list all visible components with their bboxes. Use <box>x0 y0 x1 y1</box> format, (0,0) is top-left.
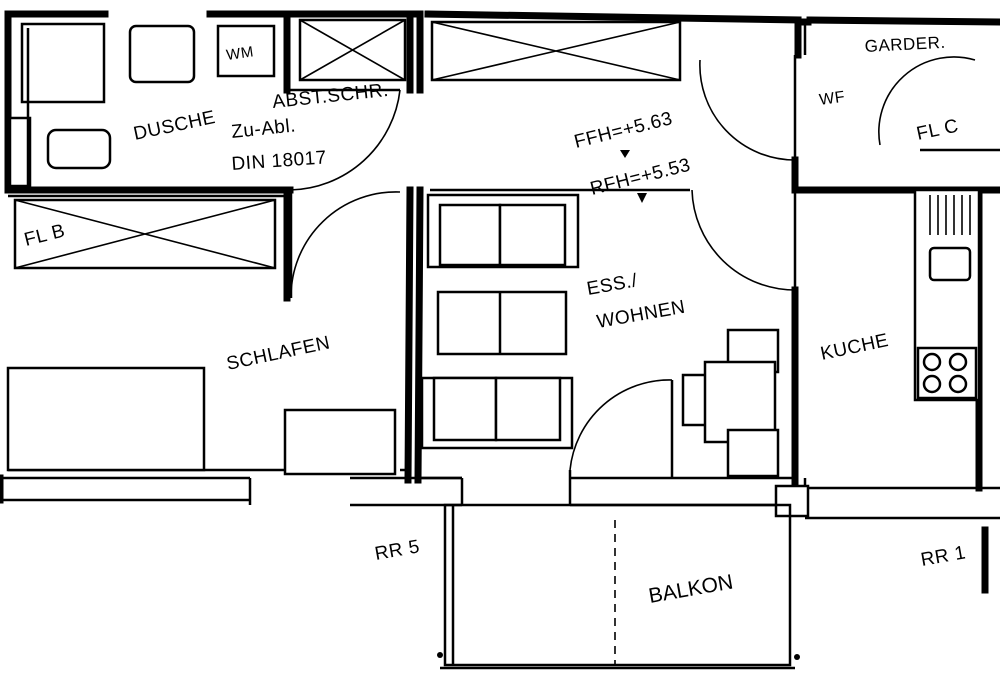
label-din: DIN 18017 <box>231 147 328 175</box>
label-garder: GARDER. <box>864 33 946 56</box>
label-balkon: BALKON <box>647 570 735 607</box>
shafts <box>13 18 682 270</box>
doors <box>287 55 1000 478</box>
label-ess: ESS./ <box>585 270 639 300</box>
label-wf: WF <box>818 89 846 109</box>
label-rr1: RR 1 <box>919 542 967 571</box>
bathroom-fixtures <box>8 22 276 188</box>
label-rr5: RR 5 <box>373 536 421 565</box>
label-dusche: DUSCHE <box>132 107 218 145</box>
exterior-walls <box>0 10 1000 520</box>
label-wohnen: WOHNEN <box>595 297 687 333</box>
kitchen-fixtures <box>774 188 981 518</box>
level-markers <box>620 150 647 203</box>
label-schlafen: SCHLAFEN <box>225 332 332 374</box>
balcony <box>437 503 989 670</box>
interior-walls <box>4 10 1000 520</box>
label-wm: WM <box>225 43 255 64</box>
label-ffh: FFH=+5.63 <box>572 108 675 153</box>
label-fl-c: FL C <box>915 116 961 145</box>
label-kuche: KUCHE <box>819 330 891 365</box>
living-furniture <box>420 193 780 478</box>
bedroom-furniture <box>6 366 397 476</box>
label-zu-abl: Zu-Abl. <box>230 115 297 143</box>
